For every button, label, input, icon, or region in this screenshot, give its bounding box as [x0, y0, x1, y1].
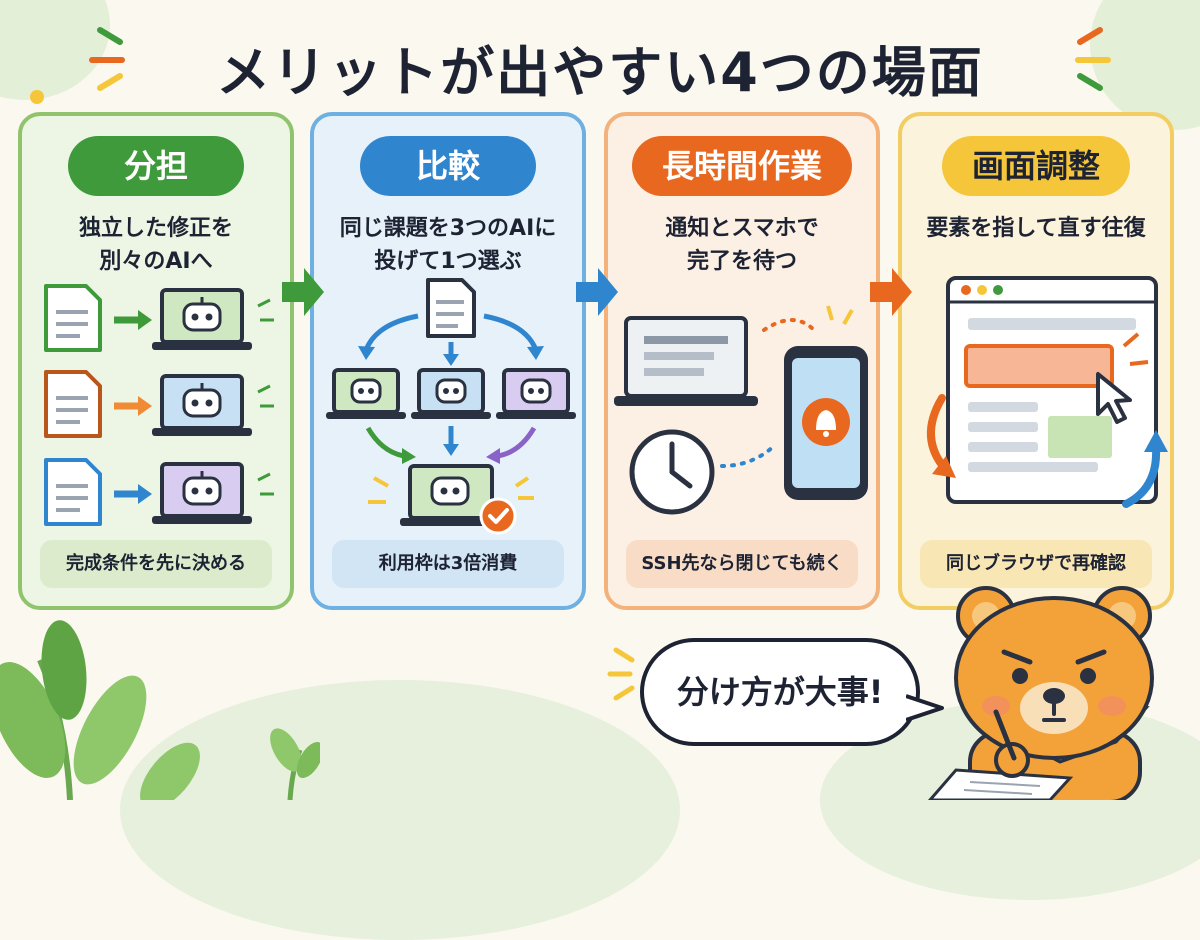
document-icon	[44, 284, 102, 352]
arrow-icon	[282, 268, 324, 316]
laptop-icon	[614, 316, 758, 406]
panel-heading: 分担	[68, 136, 244, 196]
title-sparks	[89, 27, 1111, 91]
laptop-robot-icon	[411, 368, 491, 419]
arrow-icon	[870, 268, 912, 316]
long-task-illustration	[614, 305, 868, 515]
document-icon	[44, 370, 102, 438]
clock-icon	[629, 429, 715, 515]
leaf-icon	[0, 620, 320, 800]
arrow-icon	[576, 268, 618, 316]
document-icon	[426, 278, 476, 338]
panel-description: 要素を指して直す往復	[926, 216, 1146, 241]
panel-screen-adjust: 画面調整 要素を指して直す往復 同じブラウザで再確認	[898, 112, 1174, 610]
speech-bubble-tail	[906, 694, 944, 722]
laptop-robot-icon	[152, 288, 252, 350]
laptop-robot-icon	[496, 368, 576, 419]
screen-adjust-illustration	[927, 276, 1168, 508]
speech-bubble: 分け方が大事!	[640, 638, 920, 746]
laptop-robot-icon	[400, 464, 502, 526]
laptop-robot-icon	[152, 462, 252, 524]
bg-dot	[30, 90, 44, 104]
panel-description: 通知とスマホで 完了を待つ	[665, 216, 819, 274]
laptop-robot-icon	[152, 374, 252, 436]
document-icon	[44, 458, 102, 526]
bear-mascot-icon	[928, 586, 1154, 800]
panel-long-task: 長時間作業 通知とスマホで 完了を待つ SSH先なら閉じても続く	[604, 112, 880, 610]
laptop-robot-icon	[326, 368, 406, 419]
division-illustration	[44, 284, 274, 526]
check-badge-icon	[479, 497, 517, 535]
smartphone-bell-icon	[784, 346, 868, 500]
panel-description: 独立した修正を 別々のAIへ	[78, 216, 233, 274]
panel-footer: 完成条件を先に決める	[40, 540, 272, 588]
panel-footer: SSH先なら閉じても続く	[626, 540, 858, 588]
panel-footer: 同じブラウザで再確認	[920, 540, 1152, 588]
panel-division: 分担 独立した修正を 別々のAIへ	[18, 112, 294, 610]
browser-window-icon	[946, 276, 1158, 504]
panel-description: 同じ課題を3つのAIに 投げて1つ選ぶ	[339, 216, 557, 274]
panel-heading: 長時間作業	[631, 136, 853, 196]
page-title: メリットが出やすい4つの場面	[216, 41, 984, 104]
panel-heading: 画面調整	[941, 136, 1131, 196]
panel-heading: 比較	[360, 136, 536, 196]
comparison-illustration	[326, 278, 576, 535]
speech-sparks	[607, 647, 635, 701]
panel-comparison: 比較 同じ課題を3つのAIに 投げて1つ選ぶ	[310, 112, 586, 610]
panel-footer: 利用枠は3倍消費	[332, 540, 564, 588]
cursor-icon	[1096, 372, 1132, 424]
